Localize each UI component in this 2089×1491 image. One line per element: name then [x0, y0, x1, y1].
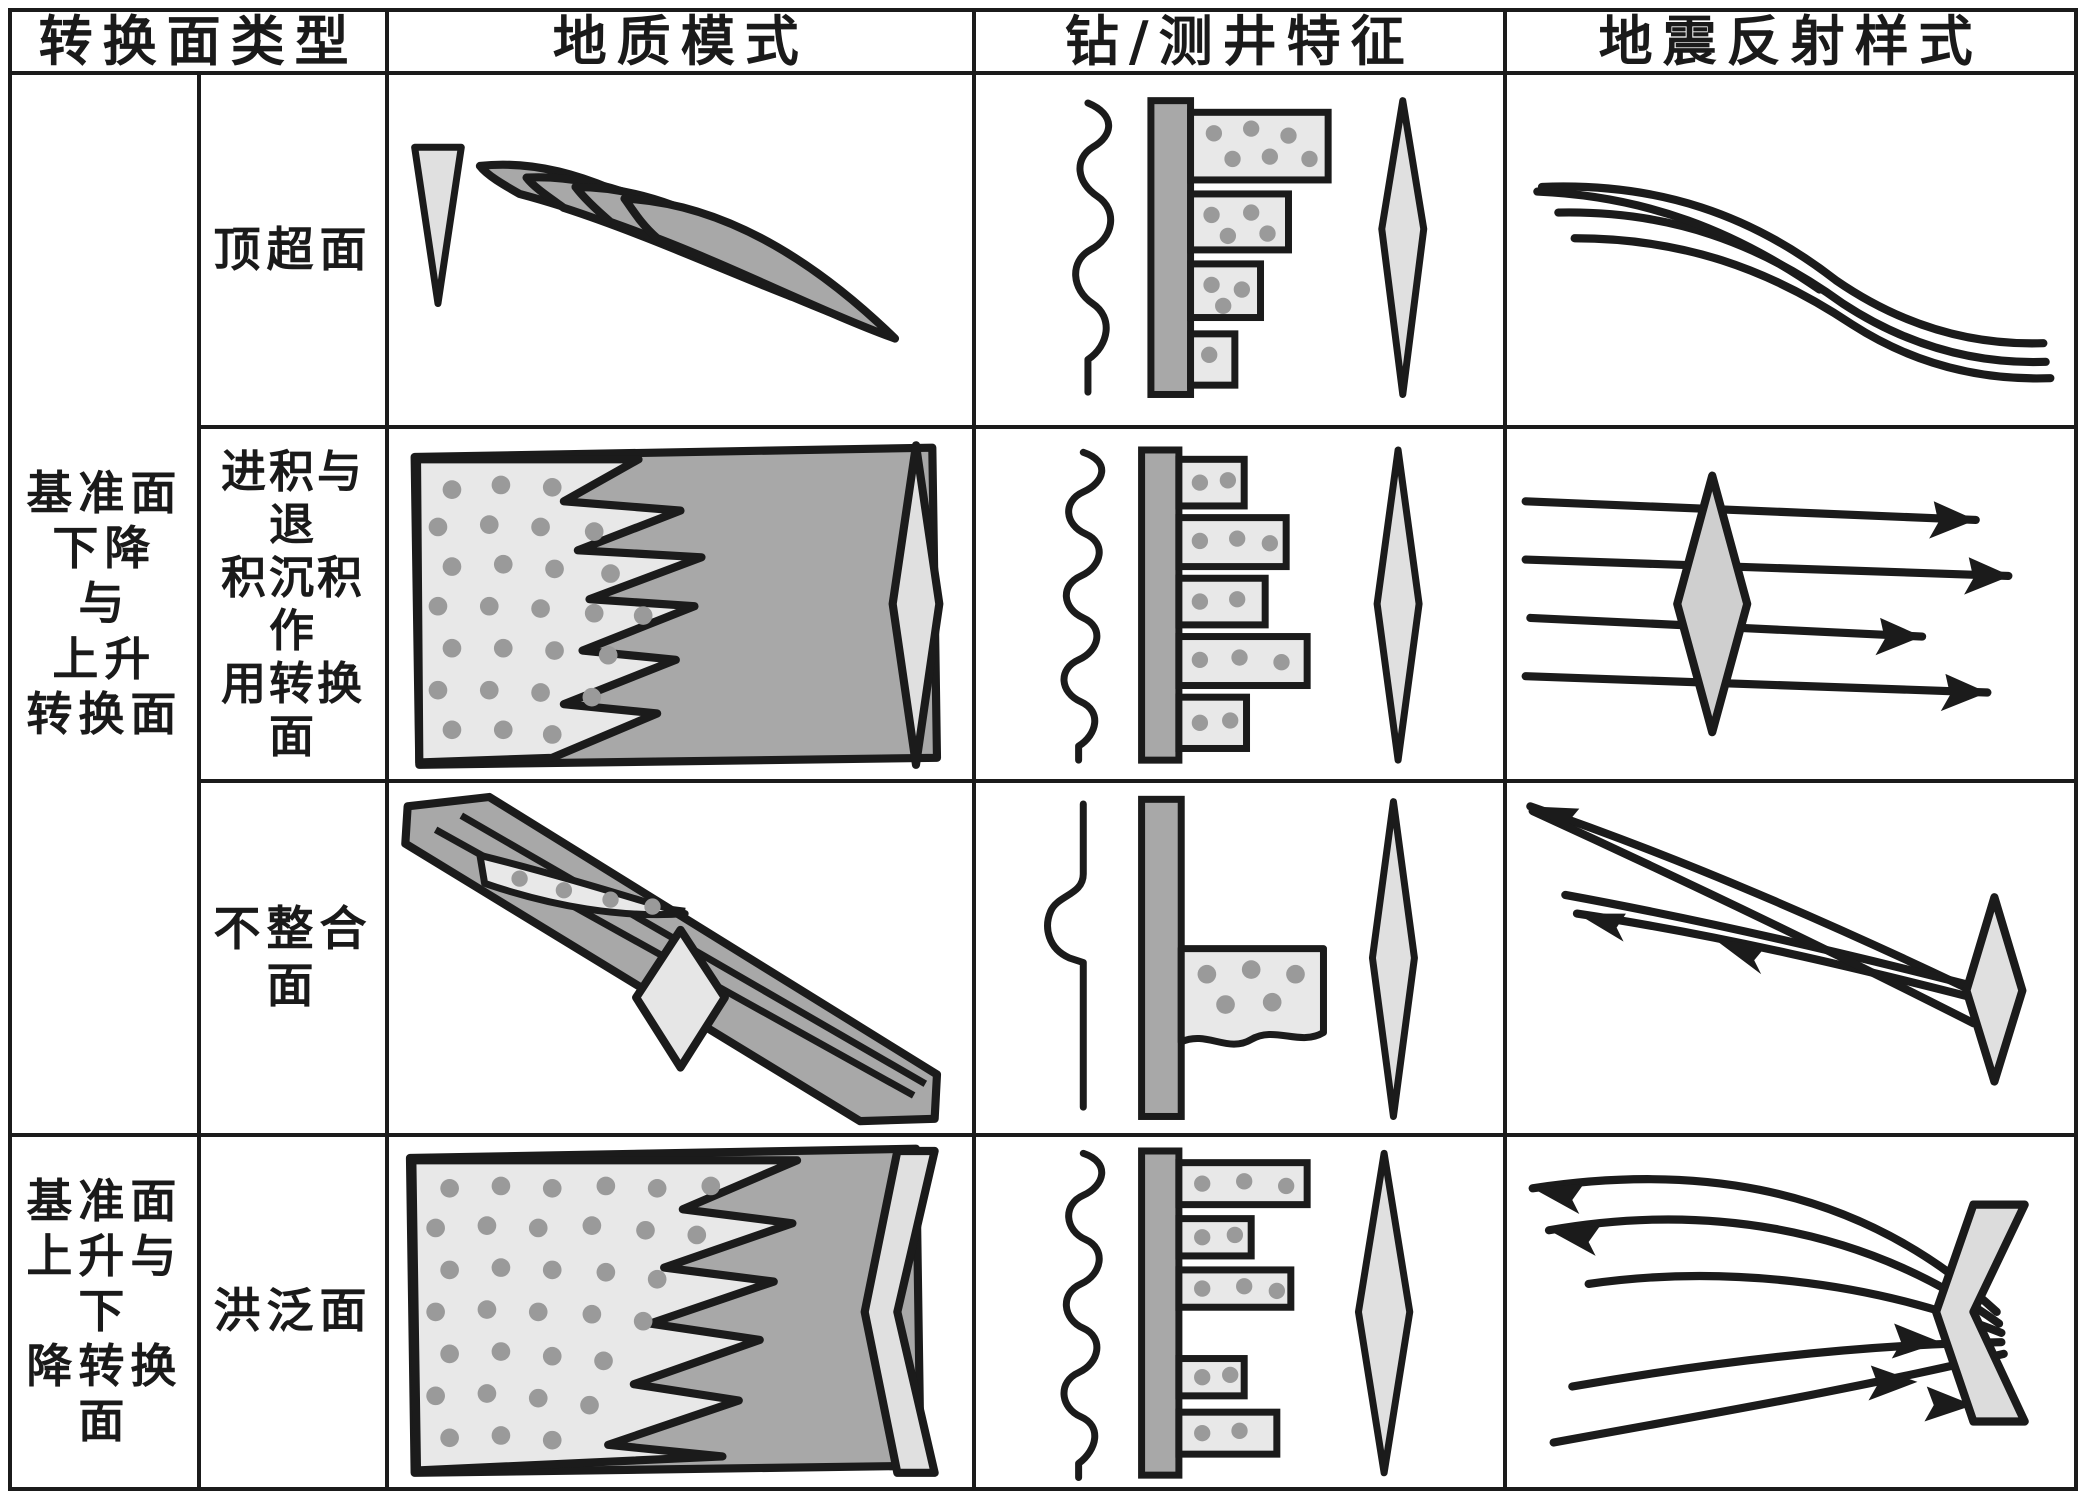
geology-cell-prograde-retrograde [385, 425, 977, 783]
type-line: 积沉积作 [220, 550, 365, 658]
group-line: 基准面 [26, 466, 183, 521]
group-label-fall-rise: 基准面 下降 与 上升 转换面 [12, 466, 197, 742]
header-label-welllog: 钻/测井特征 [1064, 9, 1415, 73]
welllog-diagram-toplap [976, 75, 1503, 425]
welllog-diagram-flooding [976, 1137, 1503, 1487]
type-cell-flooding: 洪泛面 [196, 1132, 390, 1491]
type-cell-unconformity: 不整合面 [196, 778, 390, 1137]
welllog-cell-prograde-retrograde [972, 425, 1508, 783]
geology-cell-flooding [385, 1132, 977, 1491]
table-row: 基准面 下降 与 上升 转换面 顶超面 [8, 71, 2078, 1137]
table-row: 不整合面 [10, 778, 2078, 1137]
group-line: 降转换面 [26, 1339, 183, 1449]
type-cell-toplap: 顶超面 [196, 71, 390, 430]
seismic-cell-prograde-retrograde [1503, 425, 2078, 783]
table-header-row: 转换面类型 地质模式 钻/测井特征 地震反射样式 [7, 7, 2078, 76]
group-line: 基准面 [26, 1173, 183, 1228]
group-cell-fall-rise: 基准面 下降 与 上升 转换面 [8, 71, 201, 1137]
header-label-type: 转换面类型 [38, 9, 359, 73]
table-row: 进积与退 积沉积作 用转换面 [10, 425, 2078, 783]
geology-diagram-toplap [389, 75, 972, 425]
seismic-diagram-unconformity [1507, 783, 2074, 1133]
type-label-toplap: 顶超面 [201, 222, 386, 279]
group-label-rise-fall: 基准面 上升与下 降转换面 [12, 1174, 197, 1450]
header-cell-seismic: 地震反射样式 [1503, 7, 2078, 76]
header-label-seismic: 地震反射样式 [1598, 9, 1983, 73]
type-label-flooding: 洪泛面 [201, 1283, 386, 1340]
group-line: 下降 [52, 521, 157, 576]
seismic-cell-flooding [1503, 1132, 2078, 1491]
type-line: 洪泛面 [213, 1284, 373, 1340]
welllog-cell-toplap [972, 71, 1508, 430]
type-line: 顶超面 [213, 222, 373, 278]
group-line: 上升与下 [26, 1228, 183, 1339]
header-cell-welllog: 钻/测井特征 [972, 7, 1508, 76]
type-line: 用转换面 [220, 657, 365, 764]
type-label-prograde-retrograde: 进积与退 积沉积作 用转换面 [201, 445, 386, 764]
welllog-cell-flooding [972, 1132, 1508, 1491]
seismic-diagram-toplap [1507, 75, 2074, 425]
seismic-diagram-flooding [1507, 1137, 2074, 1487]
geology-diagram-prograde-retrograde [389, 429, 972, 779]
seismic-cell-toplap [1503, 71, 2078, 430]
geology-diagram-unconformity [389, 783, 972, 1133]
type-line: 进积与退 [220, 444, 365, 551]
type-line: 不整合面 [213, 901, 373, 1014]
table-row: 基准面 上升与下 降转换面 洪泛面 [8, 1132, 2078, 1491]
geology-diagram-flooding [389, 1137, 972, 1487]
group-cell-rise-fall: 基准面 上升与下 降转换面 [8, 1132, 201, 1491]
header-cell-type: 转换面类型 [7, 7, 390, 76]
type-label-unconformity: 不整合面 [201, 901, 386, 1016]
header-label-geology: 地质模式 [552, 9, 809, 73]
transition-surface-table: 转换面类型 地质模式 钻/测井特征 地震反射样式 基准面 下降 与 上升 转换面 [7, 7, 2078, 1491]
group-line: 与 [78, 576, 131, 631]
welllog-cell-unconformity [972, 778, 1508, 1137]
welllog-diagram-prograde-retrograde [976, 429, 1503, 779]
welllog-diagram-unconformity [976, 783, 1503, 1133]
figure-sheet: 转换面类型 地质模式 钻/测井特征 地震反射样式 基准面 下降 与 上升 转换面 [7, 7, 2078, 1491]
group-line: 转换面 [26, 686, 183, 741]
seismic-diagram-prograde-retrograde [1507, 429, 2074, 779]
geology-cell-unconformity [385, 778, 977, 1137]
group-line: 上升 [52, 631, 157, 686]
header-cell-geology: 地质模式 [385, 7, 977, 76]
type-cell-prograde-retrograde: 进积与退 积沉积作 用转换面 [196, 425, 390, 783]
geology-cell-toplap [385, 71, 977, 430]
seismic-cell-unconformity [1503, 778, 2078, 1137]
